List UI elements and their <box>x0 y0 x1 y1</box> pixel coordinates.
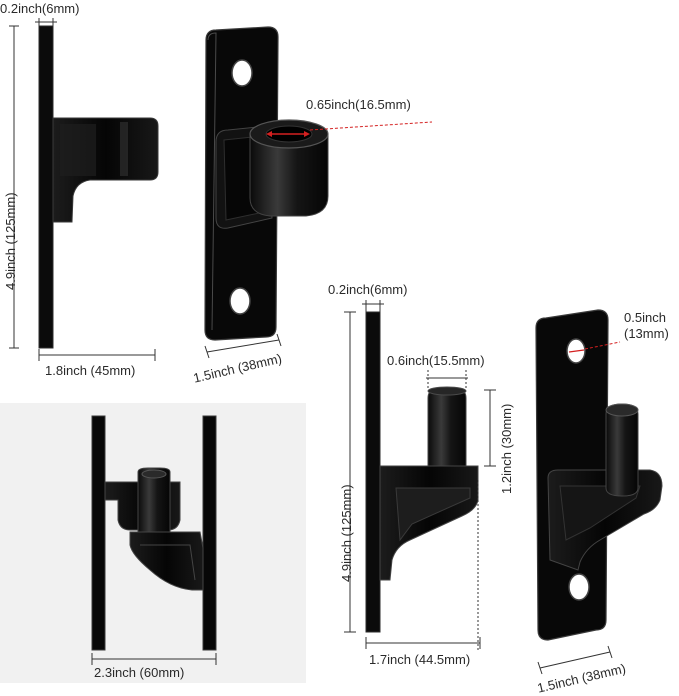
bottom-right-hole-label-line1: 0.5inch <box>624 310 666 325</box>
bottom-right-front-view <box>535 309 663 641</box>
top-right-hole-label: 0.65inch(16.5mm) <box>306 97 411 112</box>
mounting-plate-edge <box>365 311 381 633</box>
pin-arm <box>379 465 479 581</box>
bottom-middle-depth-label: 1.7inch (44.5mm) <box>369 652 471 667</box>
top-left-height-label: 4.9inch (125mm) <box>3 192 18 290</box>
hinge-knuckle <box>137 467 171 533</box>
top-left-thickness-label: 0.2inch(6mm) <box>0 1 80 16</box>
lower-screw-hole <box>229 287 251 315</box>
top-left-depth-label: 1.8inch (45mm) <box>45 363 136 378</box>
mounting-plate-edge <box>38 25 54 349</box>
top-left-dimension-lines <box>9 18 156 361</box>
bottom-middle-dimension-lines <box>344 300 496 650</box>
socket-cylinder <box>249 133 329 217</box>
bottom-middle-thickness-label: 0.2inch(6mm) <box>328 282 408 297</box>
top-right-front-view <box>204 26 433 341</box>
bottom-left-gap-label: 2.3inch (60mm) <box>94 665 185 680</box>
bottom-left-assembled-view <box>91 415 217 651</box>
upper-screw-hole <box>231 59 253 87</box>
pin <box>605 403 639 497</box>
bottom-left-dimension-lines <box>91 653 217 665</box>
pin-arm <box>129 531 204 591</box>
hole-diameter-marker <box>568 349 585 353</box>
right-plate-edge <box>202 415 217 651</box>
bottom-middle-pin-diameter-label: 0.6inch(15.5mm) <box>387 353 485 368</box>
left-plate-edge <box>91 415 106 651</box>
bottom-right-dimension-lines <box>537 645 613 675</box>
top-left-side-view <box>38 25 159 349</box>
lower-screw-hole <box>568 573 590 601</box>
bottom-middle-height-label: 4.9inch (125mm) <box>339 484 354 582</box>
bottom-middle-pin-height-label: 1.2inch (30mm) <box>499 403 514 494</box>
top-right-dimension-lines <box>204 333 282 359</box>
bottom-middle-side-view <box>365 311 479 633</box>
pin <box>427 389 467 467</box>
bottom-right-hole-label-line2: (13mm) <box>624 326 669 341</box>
